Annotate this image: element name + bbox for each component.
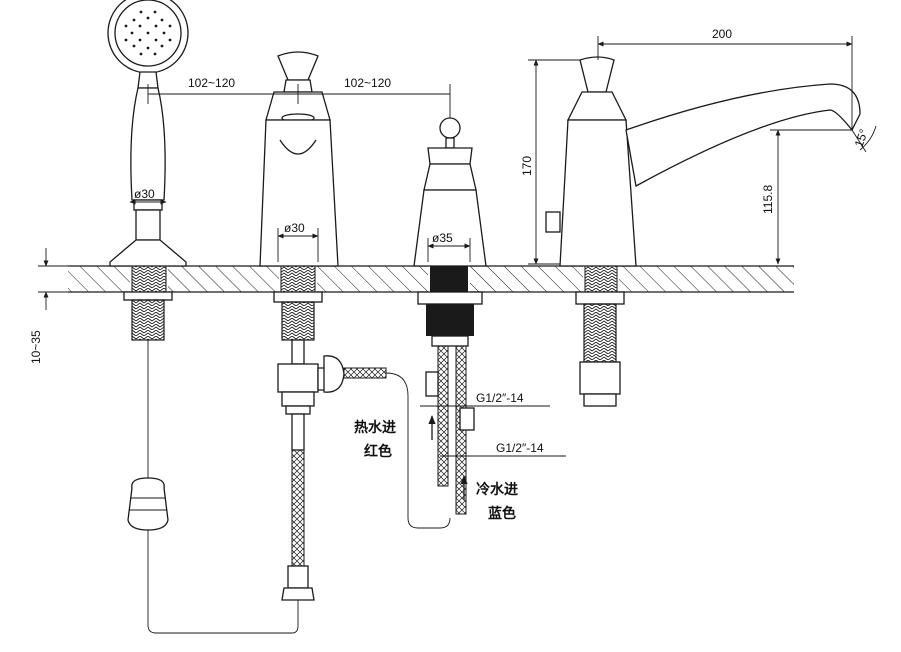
dim-spout-height: 170 [520, 156, 534, 176]
dim-outlet-height: 115.8 [761, 185, 775, 214]
diverter-body [259, 51, 451, 601]
dim-spout-angle: 15° [852, 127, 871, 149]
label-hot-inlet: 热水进 [354, 419, 396, 436]
spout [545, 56, 861, 407]
dim-spout-reach: 200 [712, 27, 732, 41]
dim-handshower-diameter: ø30 [134, 187, 155, 201]
label-cold-color: 蓝色 [488, 505, 516, 522]
hand-shower [107, 0, 299, 634]
dim-thread-upper: G1/2″-14 [476, 391, 524, 405]
dim-valve-diameter: ø35 [432, 231, 453, 245]
dim-basin-diameter: ø30 [284, 221, 305, 235]
dim-deck-thickness: 10~35 [29, 330, 43, 364]
dim-thread-lower: G1/2″-14 [496, 441, 544, 455]
dim-spacing-left: 102~120 [188, 76, 235, 90]
label-cold-inlet: 冷水进 [476, 481, 518, 498]
dimension-lines [38, 36, 877, 500]
dim-spacing-right: 102~120 [344, 76, 391, 90]
label-hot-color: 红色 [364, 443, 392, 460]
mixer-valve [413, 117, 487, 515]
deck-section [68, 265, 794, 293]
